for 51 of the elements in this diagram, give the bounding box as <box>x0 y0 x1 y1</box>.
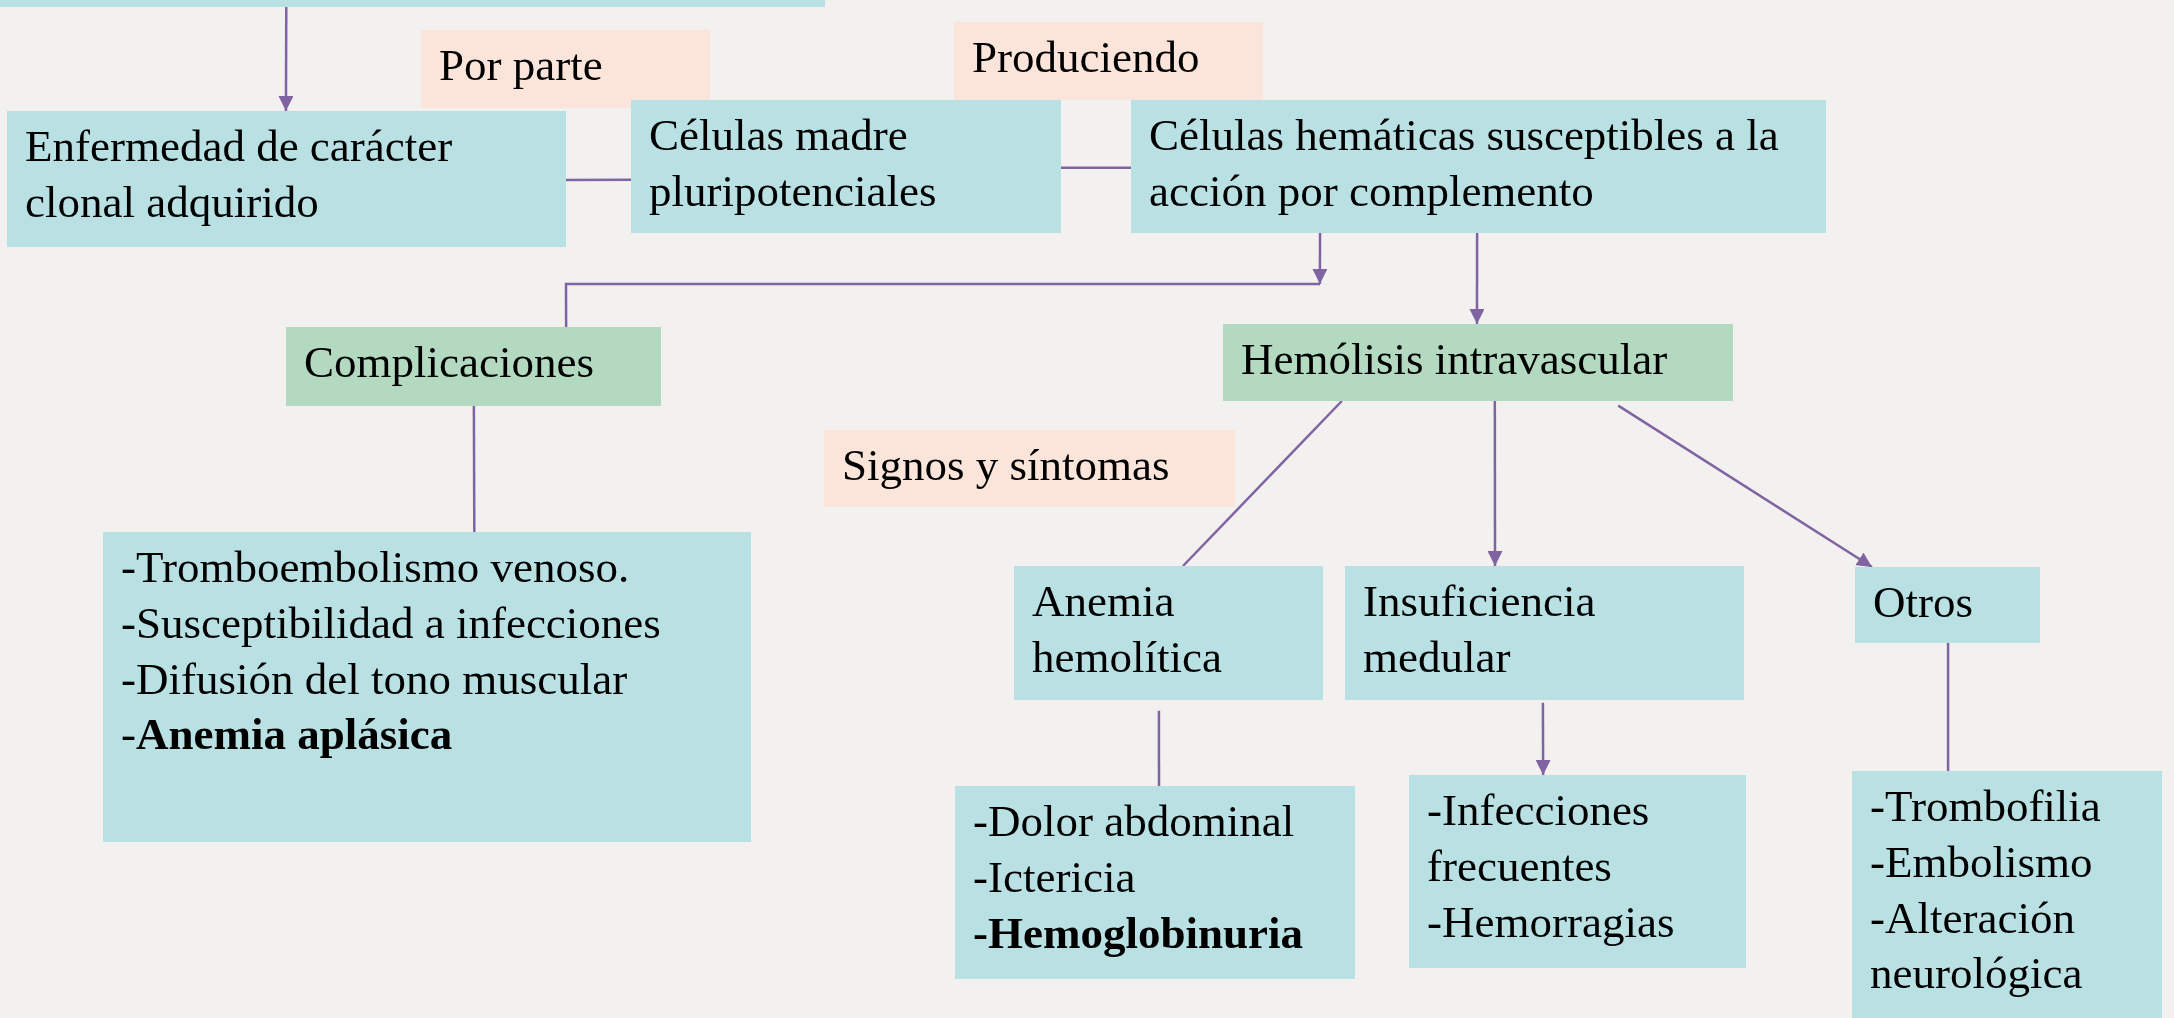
node-text: -Hemoglobinuria <box>973 906 1304 960</box>
node-text: -Trombofilia <box>1870 780 2102 833</box>
node-text: Por parte <box>439 39 604 92</box>
node-text: -Difusión del tono muscular <box>121 652 629 706</box>
connector-label-box <box>824 430 1235 507</box>
node-text: Anemia hemolítica <box>1032 575 1223 684</box>
connector-line <box>1469 233 1485 324</box>
node-text: Signos y síntomas <box>842 439 1171 492</box>
node-text: Células madre pluripotenciales <box>649 109 938 218</box>
node-text: -Dolor abdominal <box>973 795 1296 848</box>
node-text: Complicaciones <box>304 336 595 389</box>
node-text: -Anemia aplásica <box>121 708 454 762</box>
node-text: -Infecciones frecuentes <box>1427 784 1651 893</box>
connector-line <box>278 7 294 111</box>
connector-line <box>564 282 1320 327</box>
concept-box <box>7 111 566 247</box>
connector-line <box>1157 710 1161 786</box>
concept-box <box>631 100 1061 233</box>
connector-label-box <box>421 30 710 108</box>
concept-box <box>103 532 751 842</box>
node-text: Enfermedad de carácter clonal adquirido <box>25 120 454 229</box>
node-text: Otros <box>1873 576 1974 629</box>
node-text: Produciendo <box>972 31 1201 84</box>
connector-line <box>1535 702 1551 775</box>
node-text: -Alteración neurológica <box>1870 891 2084 1001</box>
connector-line <box>1617 404 1873 569</box>
connector-line <box>1312 233 1328 284</box>
concept-box <box>1014 566 1323 700</box>
concept-box <box>1409 775 1746 968</box>
connector-line <box>1061 166 1131 170</box>
node-text: -Hemorragias <box>1427 895 1676 949</box>
concept-box <box>1855 567 2040 643</box>
node-text: -Tromboembolismo venoso. <box>121 541 631 594</box>
node-text: -Embolismo <box>1870 835 2094 889</box>
category-box <box>1223 324 1733 401</box>
concept-box <box>1131 100 1826 233</box>
connector-line <box>1182 400 1343 567</box>
node-text: Insuficiencia medular <box>1363 575 1597 684</box>
connector-line <box>1487 401 1503 566</box>
node-text: -Susceptibilidad a infecciones <box>121 596 662 650</box>
node-text: Células hemáticas susceptibles a la acción por complemento <box>1149 109 1780 218</box>
connector-line <box>472 406 476 532</box>
node-text: Hemólisis intravascular <box>1241 333 1669 386</box>
concept-box <box>955 786 1355 979</box>
connector-line <box>566 178 631 182</box>
concept-box <box>1852 771 2162 1018</box>
connector-line <box>1946 643 1950 771</box>
concept-box <box>1345 566 1744 700</box>
node-text: -Ictericia <box>973 850 1137 904</box>
category-box <box>286 327 661 406</box>
connector-label-box <box>954 22 1263 100</box>
